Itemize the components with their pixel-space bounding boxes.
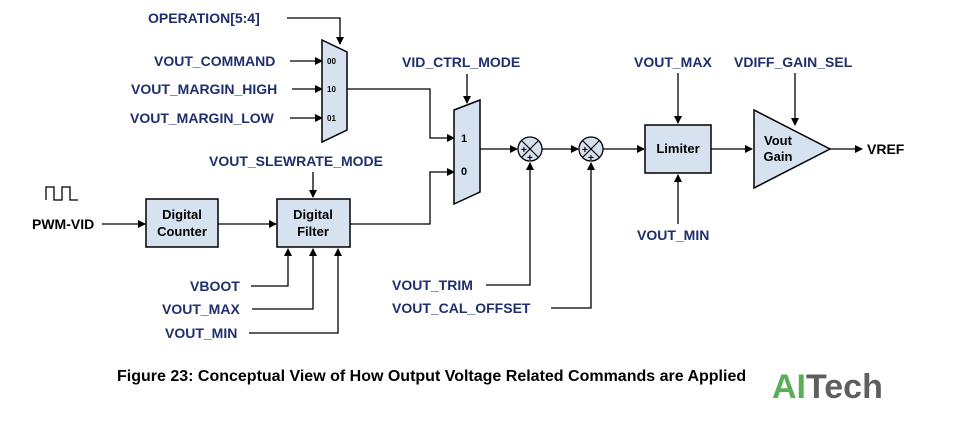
mux-vid-ctrl: [453, 98, 481, 206]
digital-counter-line2: Counter: [157, 224, 207, 239]
pwm-waveform-icon: [45, 186, 78, 201]
summing-junction-cal-offset: + +: [578, 136, 604, 164]
wire-mux1-out: [347, 88, 455, 142]
mux1-label-01: 01: [327, 114, 336, 123]
label-vboot: VBOOT: [190, 278, 240, 294]
label-vref: VREF: [867, 141, 905, 157]
digital-counter-line1: Digital: [162, 207, 202, 222]
vout-gain-line2: Gain: [764, 149, 793, 164]
digital-filter-line1: Digital: [293, 207, 333, 222]
mux1-label-10: 10: [327, 85, 336, 94]
limiter-label: Limiter: [656, 141, 699, 156]
wire-vout-cal-offset: [551, 162, 595, 309]
summer1-plus-left: +: [521, 145, 527, 156]
label-vout-trim: VOUT_TRIM: [392, 277, 473, 293]
label-vout-slewrate-mode: VOUT_SLEWRATE_MODE: [209, 153, 383, 169]
label-vout-margin-low: VOUT_MARGIN_LOW: [130, 110, 275, 126]
digital-counter-block: [145, 198, 219, 248]
label-vid-ctrl-mode: VID_CTRL_MODE: [402, 54, 520, 70]
wire-filter-vout-max: [252, 248, 317, 310]
label-vdiff-gain-sel: VDIFF_GAIN_SEL: [734, 54, 853, 70]
digital-filter-line2: Filter: [297, 224, 329, 239]
label-pwm-vid: PWM-VID: [32, 216, 94, 232]
vout-gain-amplifier: [753, 108, 832, 190]
summer1-plus-bottom: +: [527, 153, 533, 164]
label-vout-margin-high: VOUT_MARGIN_HIGH: [131, 81, 277, 97]
summing-junction-trim: + +: [517, 136, 543, 164]
label-vout-command: VOUT_COMMAND: [154, 53, 275, 69]
figure-caption: Figure 23: Conceptual View of How Output…: [117, 368, 746, 385]
limiter-block: [644, 124, 712, 174]
mux2-label-0: 0: [461, 166, 467, 178]
summer2-plus-left: +: [582, 145, 588, 156]
label-filter-vout-min: VOUT_MIN: [165, 325, 237, 341]
watermark-logo: AITech: [772, 368, 883, 406]
wire-vout-trim: [486, 162, 534, 286]
label-filter-vout-max: VOUT_MAX: [162, 301, 240, 317]
wire-filter-out: [350, 168, 455, 225]
wire-filter-vout-min: [249, 248, 342, 334]
summer2-plus-bottom: +: [588, 153, 594, 164]
mux1-label-00: 00: [327, 57, 336, 66]
wire-operation: [287, 17, 344, 45]
label-limiter-vout-min: VOUT_MIN: [637, 227, 709, 243]
mux2-label-1: 1: [461, 133, 467, 145]
label-limiter-vout-max: VOUT_MAX: [634, 54, 712, 70]
mux-operation: [321, 38, 348, 144]
digital-filter-block: [276, 198, 351, 248]
label-vout-cal-offset: VOUT_CAL_OFFSET: [392, 300, 531, 316]
wire-vboot: [251, 248, 292, 287]
vout-gain-line1: Vout: [764, 133, 793, 148]
label-operation: OPERATION[5:4]: [148, 10, 260, 26]
